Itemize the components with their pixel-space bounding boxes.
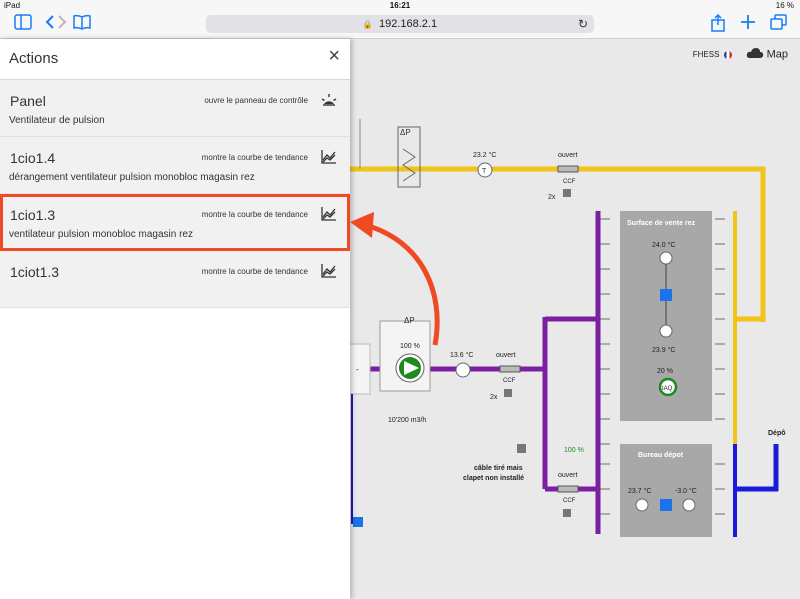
item-subtitle: Ventilateur de pulsion — [9, 115, 105, 126]
svg-text:23.9 °C: 23.9 °C — [652, 346, 675, 354]
svg-text:23.7 °C: 23.7 °C — [628, 487, 651, 495]
item-subtitle: ventilateur pulsion monobloc magasin rez — [9, 229, 193, 240]
new-tab-icon[interactable] — [740, 14, 756, 36]
svg-text:-: - — [356, 365, 359, 374]
lock-icon: 🔒 — [362, 20, 373, 29]
item-name: Panel — [10, 93, 46, 109]
svg-text:câble tiré mais: câble tiré mais — [474, 465, 523, 472]
svg-text:CCF: CCF — [563, 179, 576, 185]
zone1-title: Surface de vente rez — [627, 220, 696, 227]
close-icon[interactable]: × — [328, 45, 340, 67]
reload-icon[interactable]: ↻ — [577, 17, 588, 31]
svg-text:ouvert: ouvert — [496, 352, 516, 359]
svg-text:clapet non installé: clapet non installé — [463, 475, 524, 482]
user-label: FHESS — [692, 50, 720, 59]
item-action: montre la courbe de tendance — [201, 153, 308, 162]
svg-text:10'200 m3/h: 10'200 m3/h — [388, 417, 426, 424]
back-icon[interactable] — [44, 14, 56, 36]
svg-text:20 %: 20 % — [657, 368, 673, 375]
control-panel-icon[interactable] — [320, 92, 338, 108]
browser-toolbar: 🔒 192.168.2.1 ↻ — [0, 12, 800, 39]
svg-text:-3.0 °C: -3.0 °C — [675, 487, 697, 495]
map-link[interactable]: Map — [766, 48, 788, 61]
url-text: 192.168.2.1 — [378, 18, 438, 30]
panel-title: Actions — [9, 50, 59, 67]
svg-text:13.6 °C: 13.6 °C — [450, 351, 473, 359]
temp-top-label: 23.2 °C — [473, 151, 496, 159]
trend-chart-icon[interactable] — [320, 206, 338, 222]
svg-text:IAQ: IAQ — [662, 386, 673, 392]
address-bar[interactable]: 🔒 192.168.2.1 ↻ — [206, 15, 594, 33]
action-item-1cio1-3[interactable]: 1cio1.3 montre la courbe de tendance ven… — [0, 194, 350, 251]
clock: 16:21 — [389, 1, 411, 10]
svg-text:ΔP: ΔP — [404, 316, 415, 325]
panel-header: Actions × — [0, 39, 350, 80]
cloud-icon[interactable] — [746, 47, 764, 62]
header-right: FHESS Map — [693, 47, 788, 62]
svg-text:2x: 2x — [548, 194, 556, 201]
svg-text:Dépô: Dépô — [768, 430, 786, 437]
action-item-1cio1-4[interactable]: 1cio1.4 montre la courbe de tendance dér… — [0, 137, 350, 194]
status-bar: iPad 16:21 16 % — [0, 0, 800, 12]
bookmarks-icon[interactable] — [72, 14, 92, 36]
svg-text:24.0 °C: 24.0 °C — [652, 241, 675, 249]
item-name: 1cio1.3 — [10, 207, 56, 223]
damper-top-label: ouvert — [558, 152, 578, 159]
actions-panel: Actions × Panel ouvre le panneau de cont… — [0, 39, 350, 599]
flag-fr-icon[interactable] — [724, 50, 733, 59]
svg-text:CCF: CCF — [563, 498, 576, 504]
svg-text:ouvert: ouvert — [558, 472, 578, 479]
share-icon[interactable] — [710, 13, 726, 38]
svg-text:2x: 2x — [490, 394, 498, 401]
item-action: montre la courbe de tendance — [201, 210, 308, 219]
hvac-diagram: ΔP 23.2 °C T ouvert CCF 2x Surface de ve… — [347, 119, 786, 537]
svg-text:100 %: 100 % — [564, 447, 584, 454]
battery-label: 16 % — [775, 1, 794, 10]
item-action: ouvre le panneau de contrôle — [204, 96, 308, 105]
sidebar-icon[interactable] — [14, 14, 32, 36]
svg-text:CCF: CCF — [503, 378, 516, 384]
trend-chart-icon[interactable] — [320, 263, 338, 279]
dp-label-top: ΔP — [400, 128, 411, 137]
action-item-panel[interactable]: Panel ouvre le panneau de contrôle Venti… — [0, 80, 350, 137]
device-label: iPad — [4, 1, 21, 10]
item-action: montre la courbe de tendance — [201, 267, 308, 276]
forward-icon[interactable] — [56, 14, 68, 36]
zone2-title: Bureau dépot — [638, 452, 684, 459]
tabs-icon[interactable] — [770, 14, 788, 36]
svg-text:100 %: 100 % — [400, 343, 420, 350]
action-item-1ciot1-3[interactable]: 1ciot1.3 montre la courbe de tendance — [0, 251, 350, 308]
svg-text:T: T — [482, 168, 487, 175]
item-name: 1cio1.4 — [10, 150, 56, 166]
item-subtitle: dérangement ventilateur pulsion monobloc… — [9, 172, 255, 183]
item-name: 1ciot1.3 — [10, 264, 60, 280]
trend-chart-icon[interactable] — [320, 149, 338, 165]
